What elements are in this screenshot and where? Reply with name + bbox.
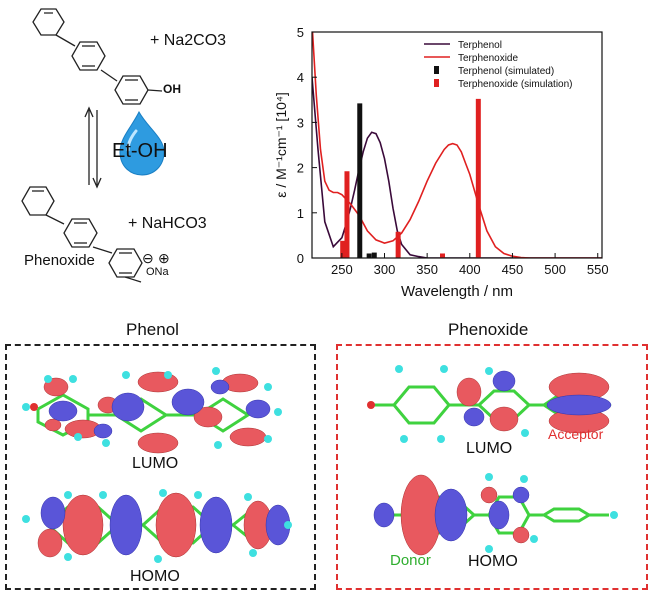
- y-tick-label: 2: [297, 161, 304, 176]
- phenol-reagent: + Na2CO3: [150, 32, 227, 49]
- droplet-icon: [119, 110, 165, 176]
- phenol-orbitals: [22, 367, 292, 563]
- x-tick-label: 400: [459, 262, 481, 277]
- y-tick-label: 4: [297, 70, 304, 85]
- oh-label: OH: [163, 82, 181, 96]
- ona-label: ONa: [146, 266, 169, 278]
- series-line-0: [312, 77, 602, 258]
- y-tick-label: 0: [297, 251, 304, 266]
- x-tick-label: 500: [544, 262, 566, 277]
- solvent-label: Et-OH: [112, 140, 168, 162]
- phenoxide-lumo-label: LUMO: [466, 440, 513, 457]
- x-axis-label: Wavelength / nm: [401, 283, 513, 300]
- phenol-homo-structure: [22, 489, 292, 563]
- phenol-title: Phenol: [126, 320, 179, 339]
- phenoxide-homo-label: HOMO: [468, 553, 518, 570]
- phenoxide-orbital-box: [336, 344, 648, 590]
- x-tick-label: 250: [331, 262, 353, 277]
- phenol-lumo-structure: [22, 367, 282, 454]
- plus-charge: ⊕: [158, 250, 170, 266]
- legend-label: Terphenoxide: [458, 53, 518, 64]
- phenol-orbital-box: [5, 344, 316, 590]
- y-tick-label: 1: [297, 206, 304, 221]
- acceptor-label: Acceptor: [548, 426, 604, 442]
- legend-swatch: [434, 66, 439, 74]
- legend-label: Terphenol: [458, 40, 502, 51]
- x-tick-label: 300: [374, 262, 396, 277]
- y-tick-label: 5: [297, 25, 304, 40]
- minus-charge: ⊖: [142, 250, 154, 266]
- x-tick-label: 550: [587, 262, 609, 277]
- x-tick-label: 450: [502, 262, 524, 277]
- legend-swatch: [434, 79, 439, 87]
- phenol-lumo-label: LUMO: [132, 455, 179, 472]
- x-tick-label: 350: [416, 262, 438, 277]
- phenoxide-reagent: + NaHCO3: [128, 215, 207, 232]
- phenoxide-name: Phenoxide: [24, 252, 95, 269]
- phenoxide-homo-structure: [373, 473, 618, 556]
- series-line-1: [312, 32, 602, 258]
- y-tick-label: 3: [297, 115, 304, 130]
- legend-label: Terphenol (simulated): [458, 66, 554, 77]
- phenoxide-title: Phenoxide: [448, 320, 529, 339]
- phenoxide-orbitals: [367, 365, 618, 556]
- phenoxide-lumo-structure: [367, 365, 612, 443]
- phenol-homo-label: HOMO: [130, 568, 180, 585]
- donor-label: Donor: [390, 552, 431, 569]
- y-axis-label: ε / M⁻¹cm⁻¹ [10⁴]: [273, 92, 289, 198]
- legend-label: Terphenoxide (simulation): [458, 79, 573, 90]
- plot-frame: [311, 31, 603, 259]
- reaction-scheme: [21, 8, 165, 283]
